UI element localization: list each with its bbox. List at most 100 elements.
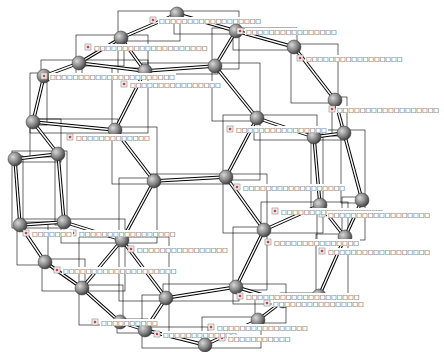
atom-label: □□□□□□□□□□□□□ [75,134,151,141]
broken-image-icon [297,55,303,61]
bond-line [215,66,257,118]
atom-sphere [57,215,71,229]
atom-label: □□□□□□□□□□□□□□□□□□ [327,211,431,218]
atom-label: □□□□□□□□□□□□□□□□ [245,28,338,35]
atom-label: □□□□□□□□□□ [100,319,159,326]
atom-sphere [72,56,86,70]
atom-label: □□□□□□□□□□□□□□□□□□□□□□ [49,73,176,80]
broken-image-icon [272,208,278,214]
bond-line [145,66,215,71]
broken-image-icon [41,73,47,79]
broken-image-icon [329,106,335,112]
broken-image-icon [227,126,233,132]
atom-sphere [229,24,243,38]
broken-image-icon [237,28,243,34]
bond-box [311,134,323,208]
bond-line [15,159,20,225]
broken-image-icon [121,81,127,87]
atom-label: □□□□□□□□□□□□□□□□□□ [327,248,431,255]
atom-sphere [337,126,351,140]
broken-image-icon [234,184,240,190]
broken-image-icon [54,267,60,273]
broken-image-icon [265,239,271,245]
atom-sphere [250,111,264,125]
bond-line [166,287,236,298]
broken-image-icon [237,293,243,299]
bond-box [163,284,239,301]
bond-line [33,122,115,130]
atom-label: □□□□□□□□□□□□□□□□□□ [336,106,440,113]
bond-line [33,122,115,130]
bond-line [166,287,236,298]
atom-label: □□□□□□□□□□□□□□□□ [235,126,328,133]
bond-line [82,240,122,288]
bond-line [79,63,145,71]
bond-line [79,63,145,71]
atom-sphere [208,59,222,73]
bond-box [55,151,67,225]
broken-image-icon [208,324,214,330]
bond-box [341,130,365,203]
bond-line [319,237,345,296]
atom-label: □□□□□□□□□□□□□□□□ [136,246,229,253]
bond-line [314,137,320,205]
atom-label: □□□□□□□□□□□□□□□□□□□□ [62,267,177,274]
broken-image-icon [23,230,29,236]
atom-label: □□□□□□□□□□□□□□□□□ [305,55,403,62]
bond-line [82,288,120,322]
broken-image-icon [92,319,98,325]
broken-image-icon [128,246,134,252]
atom-label: □□□□□□□□□□□□□□□□□□ [158,17,262,24]
bond-box [12,156,23,228]
broken-image-icon [264,300,270,306]
atom-sphere [159,291,173,305]
bond-line [314,137,320,205]
bond-line [82,240,122,288]
atom-label: □□□□□□□□□□□□□□□□□□□□ [93,44,208,51]
atom-sphere [51,147,65,161]
bond-line [236,230,264,287]
atom-sphere [257,223,271,237]
atom-sphere [355,193,369,207]
atom-sphere [75,281,89,295]
bond-line [15,159,20,225]
atom-label: □□□□□□□□□□□□□□□□□□□□ [245,293,360,300]
atom-sphere [26,115,40,129]
bond-box [30,119,118,133]
broken-image-icon [154,331,160,337]
atom-label: □□□□□□□ [31,230,73,237]
bond-line [82,288,120,322]
atom-label: □□□□□□□□□□□□□□□□ [272,300,365,307]
bond-line [79,38,121,63]
bond-line [58,154,64,222]
broken-image-icon [67,134,73,140]
atom-sphere [38,255,52,269]
bond-line [58,154,64,222]
atom-sphere [219,170,233,184]
atom-label: □□□□□□□□□□□□□□□□ [216,324,309,331]
atom-sphere [147,174,161,188]
broken-image-icon [85,44,91,50]
bond-line [215,66,257,118]
bond-line [236,230,264,287]
bond-line [145,66,215,71]
atom-label: □□□□□□□□□□□□□□□□□ [78,230,176,237]
atom-label: □□□□□□□□□□□□□□□□ [129,81,222,88]
bond-line [154,177,226,181]
broken-image-icon [150,17,156,23]
broken-image-icon [319,248,325,254]
atom-sphere [198,338,212,352]
atom-sphere [8,152,22,166]
bond-box [151,174,229,184]
atom-sphere [229,280,243,294]
bond-line [344,133,362,200]
atom-label: □□□□□□□□□□□□□□□□□□ [242,184,346,191]
bond-line [344,133,362,200]
bond-line [319,237,345,296]
bond-line [79,38,121,63]
atom-label: □□□□□□□□□□□□□□□ [273,239,360,246]
atom-sphere [287,40,301,54]
bond-line [154,177,226,181]
